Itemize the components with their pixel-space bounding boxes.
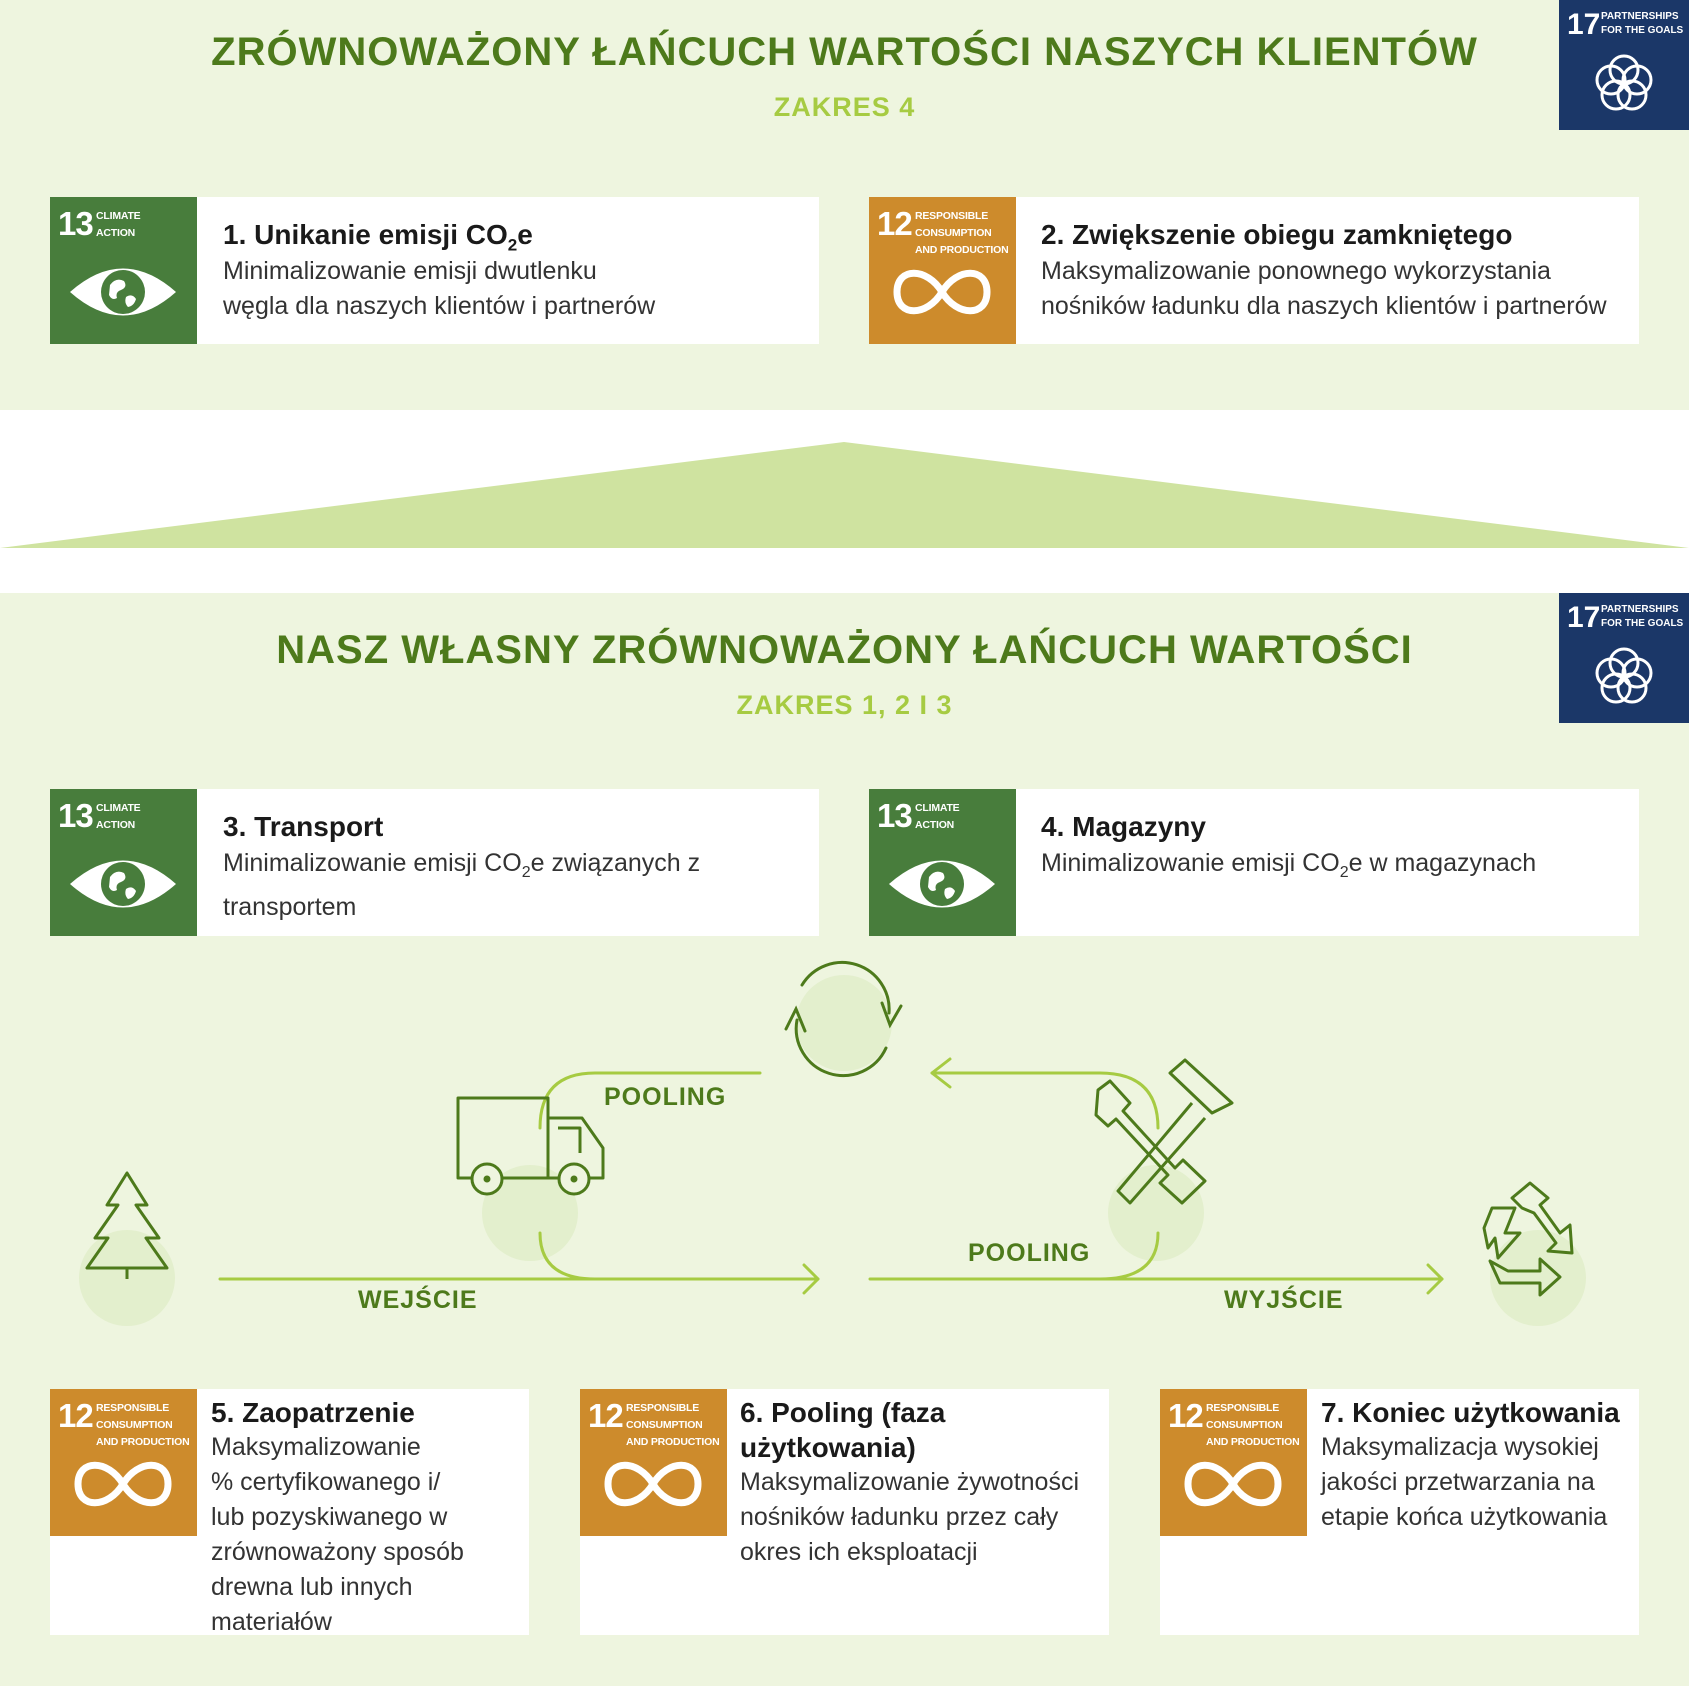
sdg-number: 13 — [58, 797, 94, 834]
scope123-panel: NASZ WŁASNY ZRÓWNOWAŻONY ŁAŃCUCH WARTOŚC… — [0, 593, 1689, 1686]
card-description: Maksymalizowanie % certyfikowanego i/ lu… — [211, 1433, 464, 1636]
pooling-label-top: POOLING — [604, 1083, 727, 1111]
sdg-number: 13 — [877, 797, 913, 834]
pooling-bottom-left-line — [538, 1231, 597, 1281]
pooling-bottom-right-line — [1098, 1231, 1160, 1281]
tools-bg-circle — [1108, 1165, 1204, 1261]
infinity-icon — [893, 269, 991, 315]
infinity-icon — [604, 1461, 702, 1507]
roof-connector-shape — [0, 442, 1689, 548]
sdg17-number: 17 — [1567, 601, 1601, 634]
card-description: Maksymalizowanie ponownego wykorzystania… — [1041, 257, 1607, 320]
card-description: Minimalizowanie emisji CO2e związanych z… — [223, 849, 701, 921]
sdg-number: 12 — [588, 1397, 624, 1434]
sdg-number: 12 — [1168, 1397, 1204, 1434]
sdg17-number: 17 — [1567, 8, 1601, 41]
partnership-flower-icon — [1595, 647, 1653, 704]
infinity-icon — [74, 1461, 172, 1507]
card-description: Minimalizowanie emisji CO2e w magazynach — [1041, 849, 1537, 881]
tree-icon — [85, 1171, 169, 1279]
scope123-subtitle: ZAKRES 1, 2 I 3 — [736, 690, 953, 720]
card-title: 1. Unikanie emisji CO2e — [223, 219, 533, 255]
scope123-title: NASZ WŁASNY ZRÓWNOWAŻONY ŁAŃCUCH WARTOŚC… — [276, 628, 1413, 672]
recycle-bg-circle — [1490, 1230, 1586, 1326]
scope4-panel: ZRÓWNOWAŻONY ŁAŃCUCH WARTOŚCI NASZYCH KL… — [0, 0, 1689, 410]
input-label: WEJŚCIE — [358, 1286, 478, 1314]
card-title: 5. Zaopatrzenie — [211, 1397, 415, 1428]
sdg-number: 12 — [877, 205, 913, 242]
cycle-bg-circle — [796, 975, 892, 1071]
card-title: 4. Magazyny — [1041, 811, 1206, 842]
card-description: Maksymalizowanie żywotności nośników ład… — [740, 1468, 1080, 1566]
pooling-return-arrowhead — [930, 1057, 952, 1089]
scope4-title: ZRÓWNOWAŻONY ŁAŃCUCH WARTOŚCI NASZYCH KL… — [211, 30, 1478, 74]
refresh-cycle-icon — [784, 961, 903, 1077]
sdg-number: 12 — [58, 1397, 94, 1434]
pooling-top-right-line — [930, 1071, 1160, 1130]
card-title: 2. Zwiększenie obiegu zamkniętego — [1041, 219, 1513, 250]
scope4-subtitle: ZAKRES 4 — [773, 92, 916, 122]
recycle-icon — [1482, 1181, 1574, 1297]
truck-icon — [456, 1096, 605, 1196]
climate-eye-globe-icon — [70, 860, 176, 908]
output-arrowhead — [1426, 1263, 1444, 1295]
card-description: Maksymalizacja wysokiej jakości przetwar… — [1321, 1433, 1608, 1531]
card-title: 3. Transport — [223, 811, 384, 842]
card-title: 7. Koniec użytkowania — [1321, 1397, 1620, 1428]
climate-eye-globe-icon — [889, 860, 995, 908]
flow-diagram — [79, 961, 1586, 1326]
input-arrowhead — [802, 1263, 820, 1295]
sdg17-badge: 17 PARTNERSHIPS FOR THE GOALS — [1559, 593, 1689, 723]
truck-bg-circle — [482, 1165, 578, 1261]
partnership-flower-icon — [1595, 54, 1653, 111]
sdg-number: 13 — [58, 205, 94, 242]
sdg17-label: PARTNERSHIPS FOR THE GOALS — [1601, 604, 1684, 629]
sdg17-label: PARTNERSHIPS FOR THE GOALS — [1601, 11, 1684, 36]
pooling-top-left-line — [538, 1071, 762, 1130]
sdg17-badge: 17 PARTNERSHIPS FOR THE GOALS — [1559, 0, 1689, 130]
climate-eye-globe-icon — [70, 268, 176, 316]
tools-icon — [1094, 1058, 1234, 1205]
infinity-icon — [1184, 1461, 1282, 1507]
pooling-label-bottom: POOLING — [968, 1239, 1091, 1267]
output-label: WYJŚCIE — [1224, 1286, 1344, 1314]
